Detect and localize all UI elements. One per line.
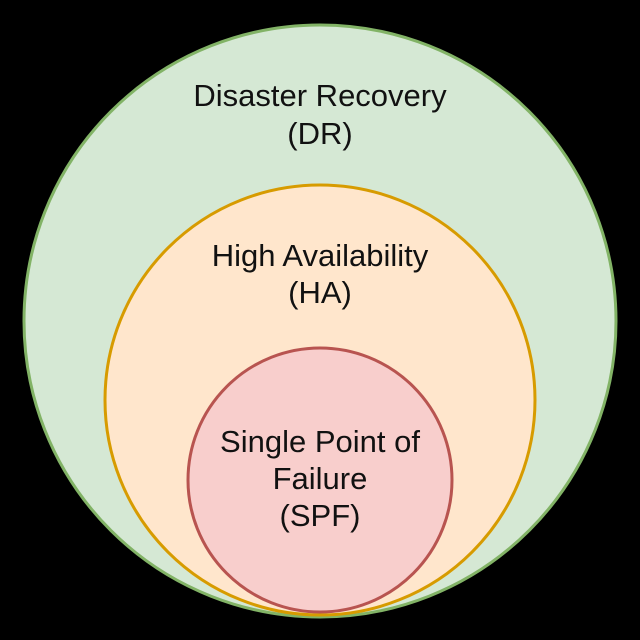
- disaster-recovery-label-line-2: (DR): [287, 116, 352, 151]
- high-availability-label-line-1: High Availability: [212, 238, 429, 273]
- single-point-of-failure-circle: [186, 346, 454, 614]
- single-point-of-failure-label-line-3: (SPF): [280, 498, 361, 533]
- disaster-recovery-label-line-1: Disaster Recovery: [193, 78, 447, 113]
- high-availability-label-line-2: (HA): [288, 275, 352, 310]
- single-point-of-failure-label-line-1: Single Point of: [220, 424, 420, 459]
- single-point-of-failure-label-line-2: Failure: [273, 461, 368, 496]
